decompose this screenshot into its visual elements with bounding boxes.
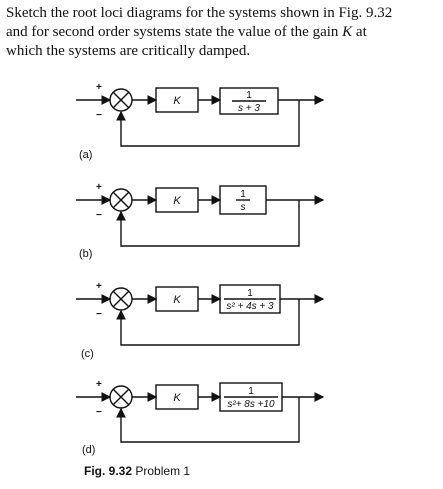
block-diagram-a [76, 87, 325, 147]
plus-sign: + [96, 182, 102, 193]
tf-denominator: s²+ 8s +10 [227, 399, 275, 410]
feedback-path [116, 299, 300, 346]
block-diagram-c [76, 284, 325, 346]
feedback-path [116, 100, 300, 147]
tf-denominator: s² + 4s + 3 [226, 301, 274, 312]
problem-line-3: which the systems are critically damped. [6, 43, 251, 59]
gain-label: K [173, 95, 181, 107]
problem-line-2-pre: and for second order systems state the v… [6, 24, 343, 40]
diagram-label: (d) [82, 444, 95, 456]
diagram-label: (c) [81, 348, 94, 360]
feedback-path [116, 200, 300, 247]
diagram-label: (a) [79, 149, 92, 161]
minus-sign: − [96, 110, 102, 121]
minus-sign: − [96, 210, 102, 221]
figure-caption: Fig. 9.32 Problem 1 [84, 464, 190, 478]
gain-label: K [173, 195, 181, 207]
minus-sign: − [96, 309, 102, 320]
tf-numerator: 1 [247, 288, 253, 299]
gain-variable: K [342, 24, 353, 40]
problem-line-1: Sketch the root loci diagrams for the sy… [6, 5, 393, 21]
problem-statement: Sketch the root loci diagrams for the sy… [6, 4, 438, 61]
figure-number: Fig. 9.32 [84, 464, 133, 478]
plus-sign: + [96, 281, 102, 292]
tf-numerator: 1 [240, 189, 246, 200]
tf-denominator: s [241, 202, 246, 213]
gain-label: K [173, 392, 181, 404]
problem-line-2-post: at [352, 24, 367, 40]
diagram-label: (b) [79, 248, 92, 260]
plus-sign: + [96, 379, 102, 390]
plant-block [219, 87, 279, 115]
tf-numerator: 1 [246, 90, 252, 101]
plus-sign: + [96, 82, 102, 93]
feedback-path [116, 397, 300, 443]
tf-denominator: s + 3 [238, 103, 260, 114]
gain-label: K [173, 294, 181, 306]
tf-numerator: 1 [248, 386, 254, 397]
minus-sign: − [96, 407, 102, 418]
figure-title: Problem 1 [135, 464, 191, 478]
problem-line-2: and for second order systems state the v… [6, 23, 438, 42]
block-diagram-d [76, 382, 325, 443]
block-diagram-b [76, 185, 325, 247]
